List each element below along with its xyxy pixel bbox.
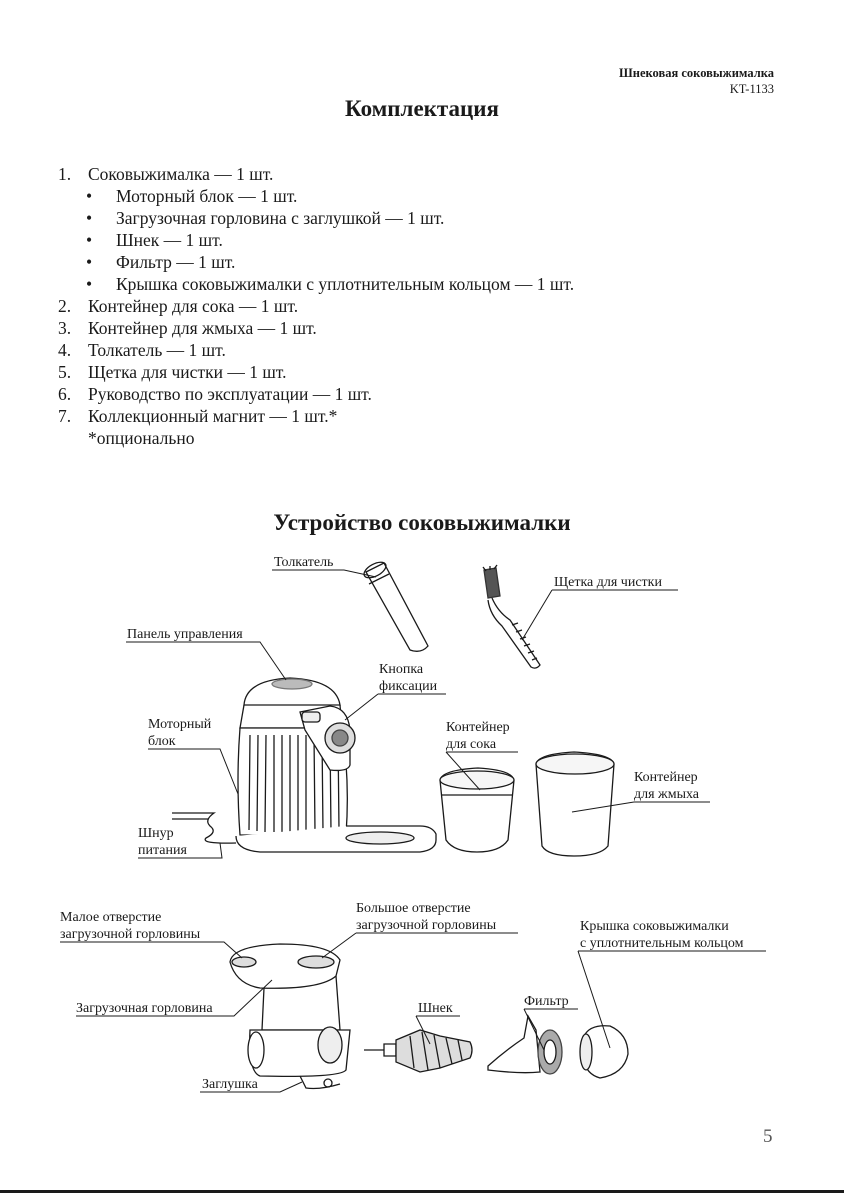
page-bottom-border <box>0 1190 844 1193</box>
list-item: 4.Толкатель — 1 шт. <box>58 340 226 360</box>
brush-drawing <box>482 564 541 669</box>
leader-lines <box>60 569 766 1093</box>
list-subitem: •Загрузочная горловина с заглушкой — 1 ш… <box>86 208 445 228</box>
page-number: 5 <box>763 1126 773 1147</box>
filter-drawing <box>487 1014 563 1075</box>
list-subitem: •Моторный блок — 1 шт. <box>86 186 298 206</box>
label-control-panel: Панель управления <box>127 627 243 642</box>
device-heading: Устройство соковыжималки <box>273 510 571 535</box>
power-cord-drawing <box>172 812 237 844</box>
label-pulp-line1: Контейнер <box>634 770 698 785</box>
auger-drawing <box>364 1029 473 1073</box>
label-filter: Фильтр <box>524 994 569 1009</box>
label-lid-line2: с уплотнительным кольцом <box>580 936 744 951</box>
list-subitem: •Крышка соковыжималки с уплотнительным к… <box>86 274 575 294</box>
list-item: 1.Соковыжималка — 1 шт. <box>58 164 274 184</box>
contents-heading: Комплектация <box>345 96 499 121</box>
label-cord-line2: питания <box>138 843 187 858</box>
pulp-container-drawing <box>535 751 615 857</box>
lid-drawing <box>579 1025 629 1079</box>
label-pulp-line2: для жмыха <box>634 787 700 802</box>
juice-container-drawing <box>439 767 515 853</box>
list-item: 7.Коллекционный магнит — 1 шт.* <box>58 406 338 426</box>
pusher-drawing <box>363 561 429 652</box>
label-large-opening-line1: Большое отверстие <box>356 901 471 916</box>
label-juice-line2: для сока <box>446 737 497 752</box>
list-subitem: •Фильтр — 1 шт. <box>86 252 236 272</box>
label-auger: Шнек <box>418 1001 453 1016</box>
list-subitem: •Шнек — 1 шт. <box>86 230 223 250</box>
optional-note: *опционально <box>88 428 195 448</box>
label-hopper: Загрузочная горловина <box>76 1001 213 1016</box>
model-number: KT-1133 <box>729 82 774 96</box>
list-item: 5.Щетка для чистки — 1 шт. <box>58 362 287 382</box>
label-cord-line1: Шнур <box>138 826 174 841</box>
label-motor-line1: Моторный <box>148 717 212 732</box>
label-lid-line1: Крышка соковыжималки <box>580 919 729 934</box>
label-small-opening-line1: Малое отверстие <box>60 910 161 925</box>
label-motor-line2: блок <box>148 734 176 749</box>
label-small-opening-line2: загрузочной горловины <box>60 927 201 942</box>
label-plug: Заглушка <box>202 1077 259 1092</box>
juicer-diagram: Толкатель Щетка для чистки Панель управл… <box>60 555 766 1093</box>
label-lock-button-line2: фиксации <box>379 679 438 694</box>
list-item: 6.Руководство по эксплуатации — 1 шт. <box>58 384 372 404</box>
motor-block-drawing <box>235 677 437 853</box>
label-pusher: Толкатель <box>274 555 333 570</box>
label-large-opening-line2: загрузочной горловины <box>356 918 497 933</box>
contents-list: 1.Соковыжималка — 1 шт. •Моторный блок —… <box>58 163 574 449</box>
label-juice-line1: Контейнер <box>446 720 510 735</box>
list-item: 2.Контейнер для сока — 1 шт. <box>58 296 299 316</box>
list-item: 3.Контейнер для жмыха — 1 шт. <box>58 318 317 338</box>
document-header: Шнековая соковыжималка KT-1133 <box>619 65 774 97</box>
hopper-assembly-drawing <box>229 943 351 1090</box>
label-brush: Щетка для чистки <box>554 575 662 590</box>
label-lock-button-line1: Кнопка <box>379 662 424 677</box>
product-name: Шнековая соковыжималка <box>619 66 774 80</box>
